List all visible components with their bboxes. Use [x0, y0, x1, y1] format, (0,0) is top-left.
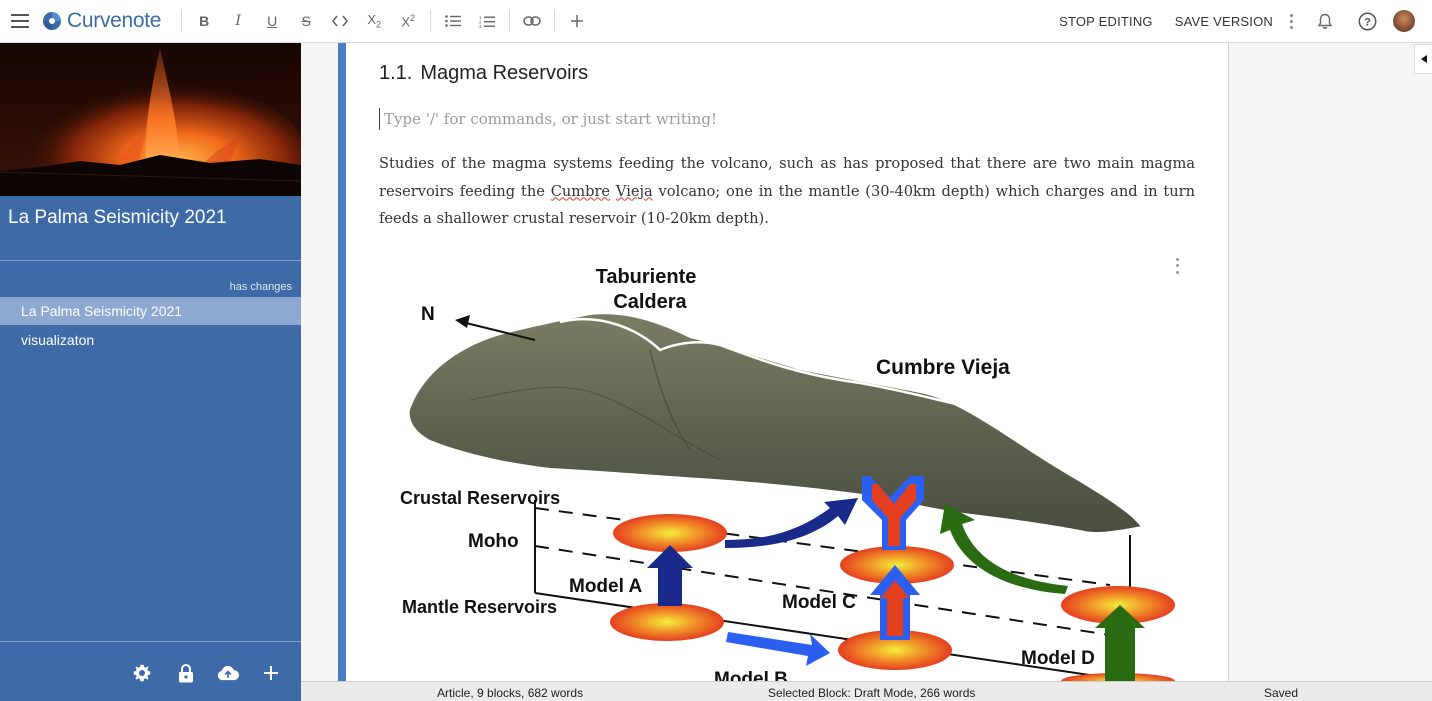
section-heading[interactable]: 1.1. Magma Reservoirs	[379, 62, 588, 85]
toolbar-divider	[430, 10, 432, 32]
misspelled-word: Cumbre	[550, 182, 611, 200]
figure-label: Taburiente	[596, 266, 697, 288]
magma-model-figure[interactable]: Taburiente Caldera N Cumbre Vieja Crusta…	[398, 258, 1188, 681]
more-options-icon[interactable]	[1284, 13, 1298, 29]
user-avatar[interactable]	[1393, 10, 1415, 32]
toolbar-divider	[554, 10, 556, 32]
paragraph-block[interactable]: Studies of the magma systems feeding the…	[379, 150, 1195, 233]
figure-label: Model B	[714, 669, 788, 681]
save-version-button[interactable]: SAVE VERSION	[1174, 13, 1273, 29]
figure-options-icon[interactable]	[1170, 256, 1184, 276]
toolbar-divider	[181, 10, 183, 32]
underline-icon[interactable]: U	[267, 13, 278, 29]
editor-placeholder-input[interactable]: Type '/' for commands, or just start wri…	[379, 108, 717, 130]
cloud-upload-icon[interactable]	[217, 662, 239, 684]
lock-icon[interactable]	[175, 662, 197, 684]
paragraph-text: volcano; one in the mantle (30-40km dept…	[379, 182, 1195, 228]
project-sidebar: La Palma Seismicity 2021 has changes La …	[0, 43, 301, 701]
figure-label: Model D	[1021, 648, 1095, 669]
brand-name: Curvenote	[67, 9, 162, 32]
bullet-list-icon[interactable]	[436, 4, 470, 38]
toolbar-divider	[509, 10, 511, 32]
link-icon[interactable]	[515, 4, 549, 38]
project-cover-image	[0, 43, 301, 196]
north-label: N	[421, 304, 435, 325]
sidebar-item-visualization[interactable]: visualizaton	[21, 332, 95, 348]
sidebar-divider	[0, 260, 301, 261]
bold-icon[interactable]: B	[199, 13, 210, 29]
hamburger-menu-icon[interactable]	[3, 4, 37, 38]
sidebar-item-la-palma-seismicity[interactable]: La Palma Seismicity 2021	[0, 297, 301, 325]
svg-text:1: 1	[479, 15, 482, 20]
paragraph-text: Studies of the magma systems feeding the…	[379, 155, 1195, 200]
svg-text:?: ?	[1364, 16, 1371, 28]
code-icon[interactable]	[323, 4, 357, 38]
selected-block-status: Selected Block: Draft Mode, 266 words	[768, 686, 976, 700]
figure-label: Model C	[782, 592, 856, 613]
section-number: 1.1.	[379, 62, 413, 84]
subscript-icon[interactable]: X2	[367, 12, 382, 30]
svg-text:3: 3	[479, 24, 482, 28]
article-stats: Article, 9 blocks, 682 words	[437, 686, 584, 700]
help-icon[interactable]: ?	[1350, 4, 1384, 38]
active-block-indicator	[338, 43, 346, 681]
curvenote-logo[interactable]: Curvenote	[41, 9, 162, 33]
section-title: Magma Reservoirs	[420, 62, 589, 84]
collapse-panel-icon[interactable]	[1414, 44, 1432, 74]
figure-label: Cumbre Vieja	[876, 356, 1010, 379]
figure-label: Caldera	[613, 291, 687, 313]
notifications-bell-icon[interactable]	[1308, 4, 1342, 38]
save-status: Saved	[1264, 686, 1299, 700]
sidebar-divider	[0, 641, 301, 642]
curvenote-logo-icon	[43, 12, 61, 30]
toolbar-actions: STOP EDITING SAVE VERSION ?	[1048, 0, 1432, 43]
superscript-icon[interactable]: X2	[401, 12, 416, 30]
figure-label: Model A	[569, 576, 642, 597]
figure-label: Moho	[468, 531, 519, 552]
project-title[interactable]: La Palma Seismicity 2021	[8, 207, 227, 228]
stop-editing-button[interactable]: STOP EDITING	[1059, 13, 1153, 29]
status-bar: Article, 9 blocks, 682 words Selected Bl…	[301, 681, 1432, 701]
svg-text:2: 2	[479, 19, 482, 24]
misspelled-word: Vieja	[615, 182, 653, 200]
gear-icon[interactable]	[131, 662, 153, 684]
changes-status: has changes	[229, 281, 292, 293]
figure-label: Mantle Reservoirs	[402, 597, 557, 617]
plus-icon[interactable]	[260, 662, 282, 684]
add-icon[interactable]	[560, 4, 594, 38]
figure-label: Crustal Reservoirs	[400, 488, 560, 508]
italic-icon[interactable]: I	[235, 13, 241, 29]
strikethrough-icon[interactable]: S	[301, 13, 311, 29]
